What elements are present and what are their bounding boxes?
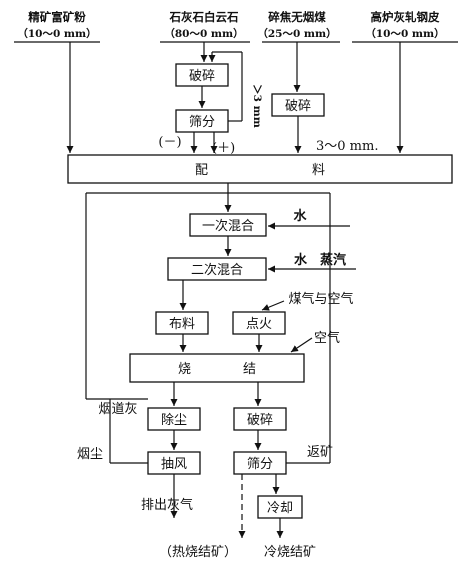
source-3-size: （25～0 mm） <box>257 27 336 40</box>
crush-label-1: 破碎 <box>189 69 215 84</box>
crush-label-2: 破碎 <box>285 99 311 114</box>
feed-label: 布料 <box>169 317 195 332</box>
source-2-size: （80～0 mm） <box>164 27 243 40</box>
water-steam-label: 水 蒸汽 <box>294 252 346 268</box>
mix2-label: 二次混合 <box>191 262 243 278</box>
flue-ash-label: 烟道灰 <box>98 402 137 417</box>
crush-label-3: 破碎 <box>247 413 273 428</box>
batching-box <box>67 154 453 184</box>
screen-label-2: 筛分 <box>247 457 273 472</box>
crush-box-3 <box>233 407 287 431</box>
mix2-box <box>167 257 267 281</box>
coke-size-label: 3～0 mm. <box>316 139 378 154</box>
exhaust-gas-label: 排出灰气 <box>141 497 193 513</box>
exhaust-label: 抽风 <box>161 457 187 472</box>
cooling-label: 冷却 <box>267 501 293 516</box>
plus-fraction-label: (＋) <box>212 141 235 156</box>
sinter-label: 烧 结 <box>178 362 256 377</box>
source-1-size: （10～0 mm） <box>17 27 96 40</box>
hot-sinter-label: （热烧结矿） <box>159 545 237 560</box>
air-label: 空气 <box>314 330 340 346</box>
feed-box <box>155 311 209 335</box>
flue-dust-label: 烟尘 <box>77 447 103 462</box>
screen-label-1: 筛分 <box>189 115 215 130</box>
batching-label: 配 料 <box>195 163 325 178</box>
source-3-name: 碎焦无烟煤 <box>268 10 326 24</box>
mix1-label: 一次混合 <box>202 218 254 234</box>
minus-fraction-label: (－) <box>158 135 181 150</box>
source-4-size: （10～0 mm） <box>365 27 444 40</box>
cold-sinter-label: 冷烧结矿 <box>264 545 316 560</box>
sinter-box <box>129 353 305 383</box>
return-fines-label: 返矿 <box>307 445 333 460</box>
water-label: 水 <box>293 208 307 224</box>
gas-air-label: 煤气与空气 <box>288 291 353 307</box>
source-2-name: 石灰石白云石 <box>169 10 239 24</box>
source-1-name: 精矿富矿粉 <box>28 10 86 24</box>
source-4-name: 高炉灰轧钢皮 <box>371 10 440 24</box>
dust-removal-label: 除尘 <box>161 413 187 428</box>
oversize-label: ＞3 mm <box>251 84 263 128</box>
ignite-label: 点火 <box>246 317 272 332</box>
